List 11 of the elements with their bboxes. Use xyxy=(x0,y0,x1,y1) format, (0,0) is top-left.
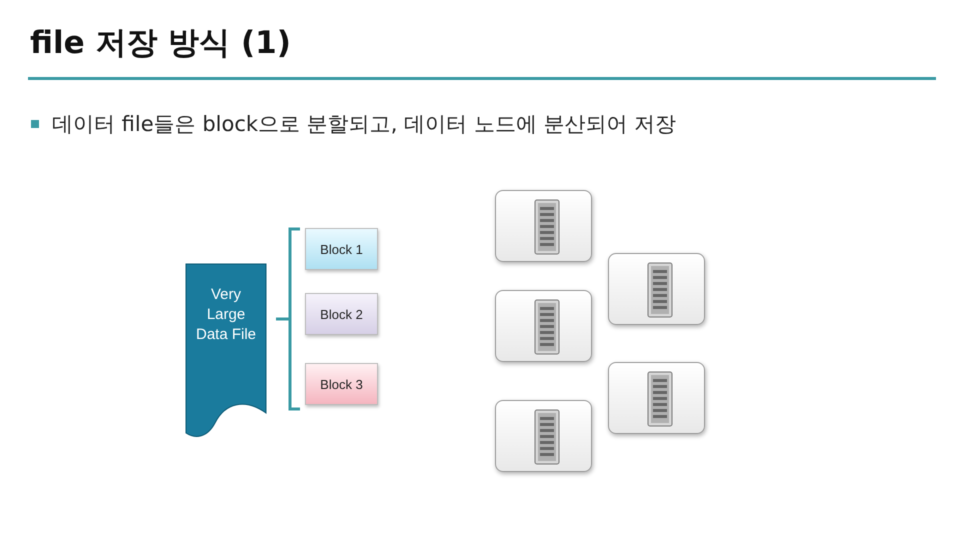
block-box: Block 2 xyxy=(305,293,378,335)
server-box xyxy=(495,190,592,262)
server-box xyxy=(608,362,705,434)
server-box xyxy=(495,290,592,362)
document-label: Very Large Data File xyxy=(194,285,258,345)
slide-title: file 저장 방식 (1) xyxy=(30,24,291,63)
block-box: Block 1 xyxy=(305,228,378,270)
block-box: Block 3 xyxy=(305,363,378,405)
server-box xyxy=(495,400,592,472)
server-box xyxy=(608,253,705,325)
bullet-text: 데이터 file들은 block으로 분할되고, 데이터 노드에 분산되어 저장 xyxy=(52,111,676,138)
